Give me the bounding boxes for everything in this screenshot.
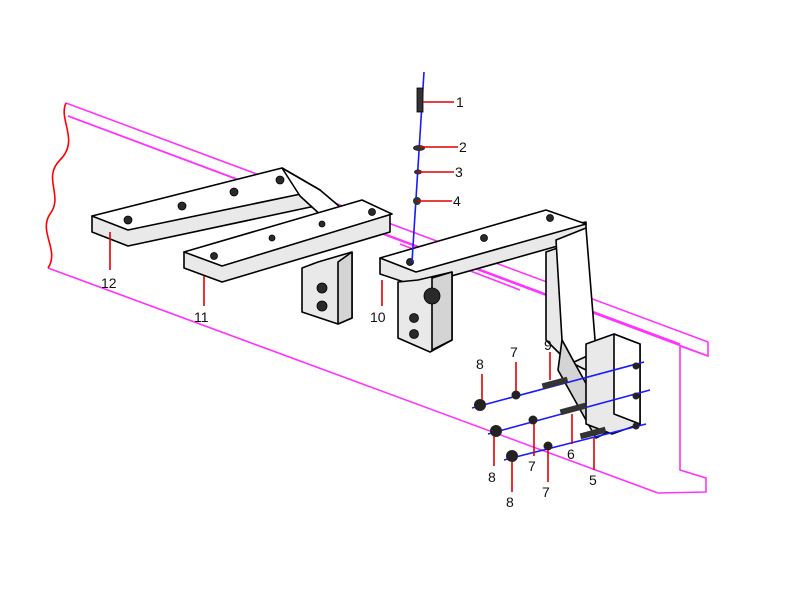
- bolt-9: [541, 376, 569, 390]
- callout-3: 3: [455, 164, 463, 180]
- i-beam: [47, 102, 709, 494]
- washer-2: [413, 145, 425, 151]
- callout-8c: 8: [506, 494, 514, 510]
- nut-end-middle: [632, 392, 640, 400]
- callout-2: 2: [459, 139, 467, 155]
- bolt-6: [559, 402, 587, 416]
- callout-4: 4: [453, 193, 461, 209]
- callout-8b: 8: [488, 469, 496, 485]
- callout-7b: 7: [528, 458, 536, 474]
- nut-4: [413, 197, 421, 205]
- part-12-bracket: [91, 167, 347, 247]
- bolt-axis-lower: [503, 423, 647, 461]
- nut-end-upper: [632, 362, 640, 370]
- callout-7c: 7: [542, 484, 550, 500]
- nut-end-lower: [632, 422, 640, 430]
- beam-break-line: [45, 102, 70, 269]
- callout-12: 12: [101, 275, 117, 291]
- washer-7-lower: [543, 441, 553, 451]
- callout-9: 9: [544, 337, 552, 353]
- nut-8-lower: [506, 450, 518, 462]
- washer-7-middle: [528, 415, 538, 425]
- callout-1: 1: [456, 94, 464, 110]
- part-10-bracket: [379, 209, 641, 439]
- callout-5b: 5: [589, 472, 597, 488]
- beam-bottom-flange-edge: [47, 267, 659, 494]
- bolt-5: [579, 426, 607, 440]
- nut-8-middle: [490, 425, 502, 437]
- beam-top-flange-back: [67, 115, 709, 357]
- callout-7a: 7: [510, 344, 518, 360]
- callout-labels: 1 2 3 4 5 6 7 7 7 8 8 8 9 10 11 12: [101, 94, 597, 510]
- leader-lines: [109, 101, 595, 492]
- callout-10: 10: [370, 309, 386, 325]
- beam-end-profile: [657, 342, 709, 494]
- washer-7-upper: [511, 390, 521, 400]
- horizontal-bolt-assembly: [471, 361, 651, 462]
- nut-8-upper: [474, 399, 486, 411]
- bolt-1: [416, 87, 424, 113]
- callout-11: 11: [194, 309, 209, 325]
- callout-6: 6: [567, 446, 575, 462]
- callout-8a: 8: [476, 356, 484, 372]
- part-11-bracket: [183, 199, 393, 325]
